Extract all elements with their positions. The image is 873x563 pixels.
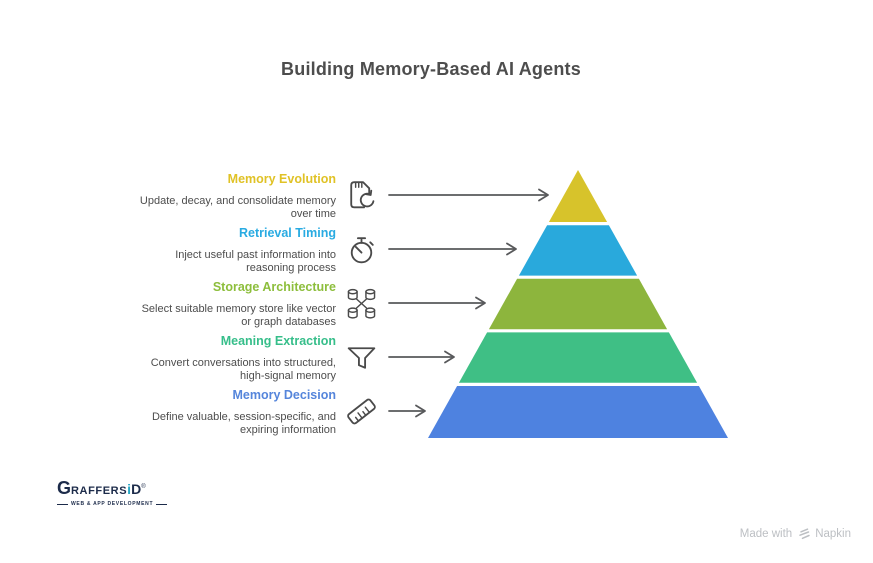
arrow-connector: [388, 187, 551, 203]
arrow-connector: [388, 403, 428, 419]
stopwatch-icon: [343, 231, 380, 268]
tagline-dash: [57, 503, 68, 505]
registered-mark: ®: [141, 484, 146, 490]
level-description: Select suitable memory store like vector…: [141, 303, 336, 328]
tagline-dash: [156, 503, 168, 505]
level-group-memory-decision: Memory Decision Define valuable, session…: [99, 388, 336, 437]
logo-letter-g: G: [57, 478, 72, 498]
memory-card-refresh-icon: [343, 177, 380, 214]
pyramid-chart: [428, 170, 728, 438]
logo-letter-i: i: [127, 481, 132, 497]
arrow-connector: [388, 349, 457, 365]
level-heading: Storage Architecture: [212, 280, 336, 294]
logo-tagline: WEB & APP DEVELOPMENT: [71, 501, 154, 507]
level-group-storage-architecture: Storage Architecture Select suitable mem…: [99, 280, 336, 329]
arrow-connector: [388, 295, 488, 311]
pyramid-level-2: [518, 225, 638, 276]
level-description: Update, decay, and consolidate memory ov…: [139, 195, 336, 220]
level-heading: Meaning Extraction: [220, 334, 336, 348]
database-network-icon: [343, 285, 380, 322]
pyramid-level-3: [488, 278, 668, 330]
arrow-connector: [388, 241, 519, 257]
pyramid-level-5: [428, 386, 728, 438]
level-group-meaning-extraction: Meaning Extraction Convert conversations…: [99, 334, 336, 383]
pyramid-level-1: [548, 170, 608, 222]
level-description: Define valuable, session-specific, and e…: [151, 411, 336, 436]
level-group-retrieval-timing: Retrieval Timing Inject useful past info…: [99, 226, 336, 275]
level-description: Inject useful past information into reas…: [175, 249, 336, 274]
credit-brand: Napkin: [815, 527, 851, 540]
napkin-icon: [799, 528, 810, 540]
pyramid-level-4: [458, 332, 698, 383]
level-heading: Retrieval Timing: [238, 226, 336, 240]
level-description: Convert conversations into structured, h…: [150, 357, 336, 382]
ruler-icon: [343, 393, 380, 430]
napkin-credit-link[interactable]: Made with Napkin: [740, 527, 851, 540]
funnel-icon: [343, 339, 380, 376]
level-group-memory-evolution: Memory Evolution Update, decay, and cons…: [99, 172, 336, 221]
logo-text: RAFFERS: [71, 485, 128, 497]
level-heading: Memory Evolution: [227, 172, 336, 186]
logo-letter-d: D: [131, 481, 142, 497]
credit-prefix: Made with: [739, 527, 793, 540]
page-title: Building Memory-Based AI Agents: [281, 59, 581, 79]
level-heading: Memory Decision: [232, 388, 336, 402]
